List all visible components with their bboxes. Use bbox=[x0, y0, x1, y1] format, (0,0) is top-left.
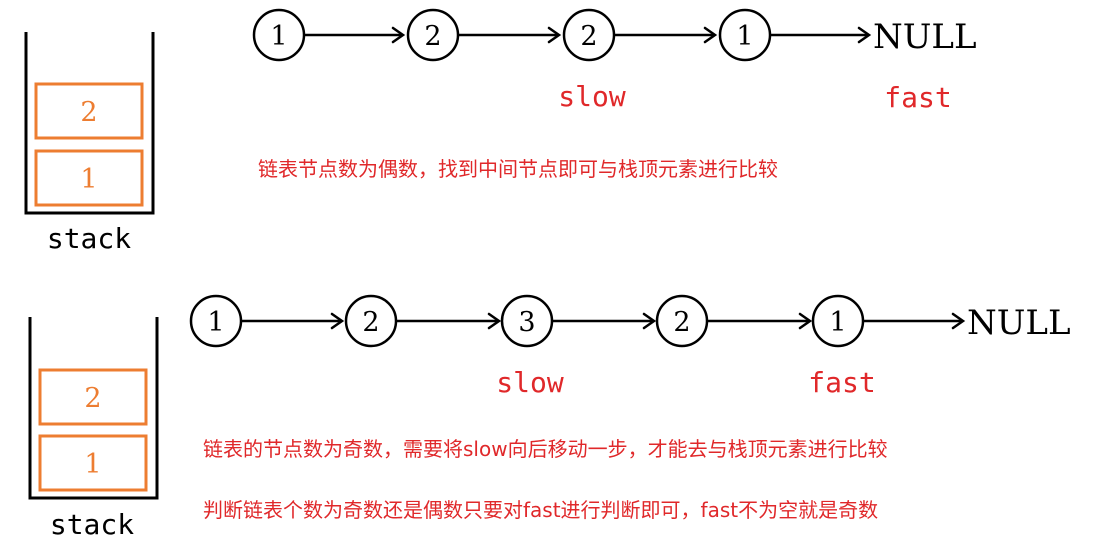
list-node-3-value: 3 bbox=[518, 307, 535, 338]
list-node-2 bbox=[344, 294, 398, 348]
stack-even: 2 1 stack bbox=[24, 32, 155, 255]
arrow-head bbox=[857, 26, 872, 44]
list-node-4 bbox=[718, 8, 772, 62]
fast-pointer-label: fast bbox=[808, 366, 875, 399]
stack-value-bottom: 1 bbox=[84, 449, 101, 480]
list-node-3 bbox=[500, 294, 554, 348]
list-node-3-value: 2 bbox=[580, 21, 597, 52]
stack-value-top: 2 bbox=[80, 97, 97, 128]
fast-pointer-label: fast bbox=[884, 81, 951, 114]
list-node-1-value: 1 bbox=[207, 307, 224, 338]
stack-container bbox=[24, 32, 155, 215]
list-node-5 bbox=[811, 294, 865, 348]
stack-odd: 2 1 stack bbox=[28, 317, 159, 541]
list-node-4-value: 2 bbox=[673, 307, 690, 338]
arrow-head bbox=[642, 312, 657, 330]
arrow-head bbox=[703, 26, 718, 44]
list-node-2-value: 2 bbox=[362, 307, 379, 338]
stack-caption: stack bbox=[50, 508, 134, 541]
list-node-4-value: 1 bbox=[736, 21, 753, 52]
slow-pointer-label: slow bbox=[496, 366, 564, 399]
list-node-1 bbox=[252, 8, 306, 62]
list-node-1-value: 1 bbox=[270, 21, 287, 52]
linked-list-even: 1 2 2 1 NULL slow fast bbox=[252, 8, 977, 114]
parity-check-note: 判断链表个数为奇数还是偶数只要对fast进行判断即可，fast不为空就是奇数 bbox=[203, 498, 879, 522]
stack-caption: stack bbox=[47, 222, 131, 255]
list-node-1 bbox=[189, 294, 243, 348]
arrow-head bbox=[487, 312, 502, 330]
arrow-head bbox=[798, 312, 813, 330]
odd-case-note: 链表的节点数为奇数，需要将slow向后移动一步，才能去与栈顶元素进行比较 bbox=[203, 437, 888, 461]
stack-value-bottom: 1 bbox=[80, 164, 97, 195]
stack-box-top bbox=[38, 368, 148, 426]
stack-box-bottom bbox=[38, 434, 148, 492]
null-label: NULL bbox=[873, 17, 977, 57]
stack-value-top: 2 bbox=[84, 383, 101, 414]
list-node-5-value: 1 bbox=[829, 307, 846, 338]
arrow-head bbox=[547, 26, 562, 44]
list-node-4 bbox=[655, 294, 709, 348]
stack-box-top bbox=[34, 82, 144, 140]
even-case-note: 链表节点数为偶数，找到中间节点即可与栈顶元素进行比较 bbox=[258, 157, 778, 181]
list-node-2 bbox=[406, 8, 460, 62]
linked-list-odd: 1 2 3 2 1 NULL slow fast bbox=[189, 294, 1071, 399]
slow-pointer-label: slow bbox=[558, 80, 626, 113]
stack-container bbox=[28, 317, 159, 500]
null-label: NULL bbox=[967, 303, 1071, 343]
arrow-head bbox=[330, 312, 345, 330]
arrow-head bbox=[391, 26, 406, 44]
arrow-head bbox=[951, 312, 966, 330]
stack-box-bottom bbox=[34, 149, 144, 207]
list-node-3 bbox=[562, 8, 616, 62]
list-node-2-value: 2 bbox=[424, 21, 441, 52]
